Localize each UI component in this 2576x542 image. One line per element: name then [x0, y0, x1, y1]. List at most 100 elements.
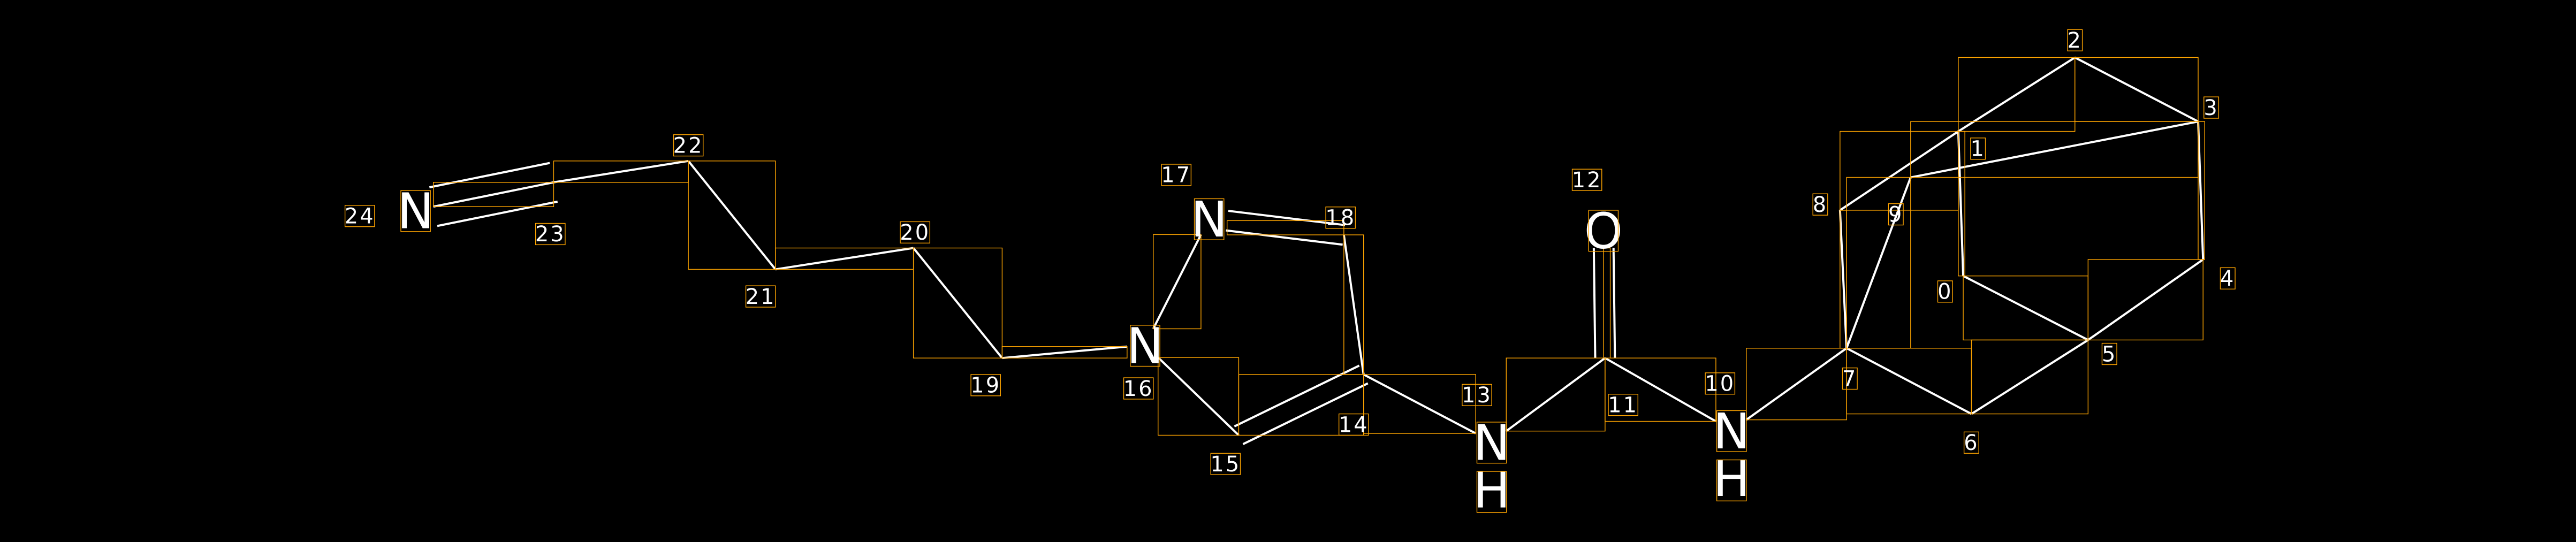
atom-index-label: 18: [1325, 206, 1356, 231]
atom-15: 15: [1210, 452, 1241, 477]
bond-box: [1153, 234, 1202, 330]
bond-box: [913, 247, 1003, 358]
bond-5-4: [2087, 258, 2204, 341]
bond-20-19: [913, 247, 1003, 359]
label-box: [2203, 96, 2220, 119]
bond-21-20: [775, 247, 914, 271]
atom-2: 2: [2067, 28, 2083, 53]
label-box: [1325, 207, 1356, 229]
bond-box: [1846, 177, 1911, 349]
atom-index-label: 2: [2068, 28, 2083, 53]
bond-15-14: [1234, 364, 1360, 428]
atom-22: 22: [673, 133, 704, 158]
label-box: [1705, 372, 1736, 395]
atom-11: 11: [1608, 393, 1638, 417]
bond-7-9: [1845, 177, 1912, 349]
label-box: [1338, 413, 1369, 436]
atom-18: 18: [1325, 206, 1356, 231]
atom-17: 17N: [1161, 163, 1227, 248]
bonds: [429, 56, 2205, 445]
label-box: [1161, 164, 1192, 186]
label-box: [1812, 193, 1828, 216]
bond-17-18: [1226, 229, 1343, 246]
bond-11-10: [1604, 357, 1716, 423]
label-box: [1842, 367, 1858, 390]
bond-box: [1910, 121, 2199, 178]
atom-8: 8: [1812, 193, 1828, 217]
atom-index-label: 1: [1970, 137, 1985, 162]
atom-index-label: 9: [1888, 202, 1903, 227]
atom-7: 7: [1842, 367, 1858, 391]
bond-box: [1963, 276, 2089, 341]
hydrogen-symbol: H: [1473, 462, 1510, 520]
bond-0-5: [1963, 274, 2089, 341]
label-box: [673, 134, 704, 157]
atom-index-label: 3: [2203, 96, 2218, 120]
label-box: [1963, 431, 1979, 454]
atom-16: 16N: [1123, 317, 1164, 401]
bond-15-14: [1242, 382, 1369, 445]
bond-4-3: [2197, 121, 2205, 260]
atom-6: 6: [1963, 431, 1979, 455]
symbol-box: [1716, 410, 1747, 452]
atom-index-label: 13: [1462, 383, 1492, 408]
atom-index-label: 22: [673, 133, 704, 158]
bond-box: [2198, 121, 2205, 260]
atom-14: 14: [1339, 413, 1369, 437]
atom-index-label: 7: [1842, 367, 1857, 391]
bond-box: [432, 182, 554, 207]
label-box: [1210, 453, 1241, 475]
symbol-box: [1588, 210, 1619, 252]
atom-index-label: 17: [1161, 163, 1191, 188]
symbol-box: [1476, 422, 1507, 464]
atom-3: 3: [2203, 96, 2220, 120]
label-box: [1571, 169, 1602, 191]
atom-4: 4: [2220, 266, 2236, 291]
hydrogen-box: [1476, 471, 1507, 513]
bond-box: [1840, 131, 1959, 211]
atom-5: 5: [2101, 342, 2117, 367]
element-symbol: O: [1584, 203, 1623, 260]
bond-box: [1226, 220, 1344, 235]
label-box: [1608, 394, 1638, 416]
hydrogen-symbol: H: [1713, 451, 1750, 508]
bond-24-23: [429, 162, 550, 189]
bond-13-11: [1506, 357, 1606, 432]
bond-box: [1001, 346, 1128, 358]
atom-0: 0: [1937, 280, 1953, 304]
element-symbol: N: [1127, 317, 1164, 375]
atom-index-label: 21: [746, 285, 776, 309]
symbol-box: [1130, 325, 1160, 367]
label-box: [900, 221, 931, 244]
bond-7-8: [1838, 210, 1848, 348]
label-box: [535, 223, 566, 246]
label-box: [1123, 377, 1154, 400]
bond-box: [1958, 57, 2076, 132]
atom-19: 19: [970, 373, 1001, 398]
label-box: [344, 205, 375, 227]
atom-9: 9: [1888, 202, 1904, 227]
label-box: [1888, 203, 1904, 226]
bond-23-22: [553, 159, 689, 184]
element-symbol: N: [1713, 403, 1750, 460]
atom-index-label: 14: [1339, 413, 1369, 437]
atom-index-label: 20: [900, 220, 930, 245]
bond-1-0: [1957, 131, 1965, 276]
atom-index-label: 0: [1937, 280, 1952, 304]
bond-11-12: [1612, 248, 1616, 358]
bond-3-2: [2074, 56, 2199, 123]
element-symbol: N: [1473, 415, 1510, 472]
bond-16-15: [1157, 356, 1240, 436]
bond-6-5: [1971, 339, 2089, 415]
atom-21: 21: [746, 285, 776, 309]
label-box: [2220, 267, 2236, 289]
atom-index-label: 8: [1813, 193, 1828, 217]
bond-11-12: [1592, 248, 1597, 358]
label-box: [1970, 138, 1986, 160]
bond-box: [688, 161, 776, 270]
